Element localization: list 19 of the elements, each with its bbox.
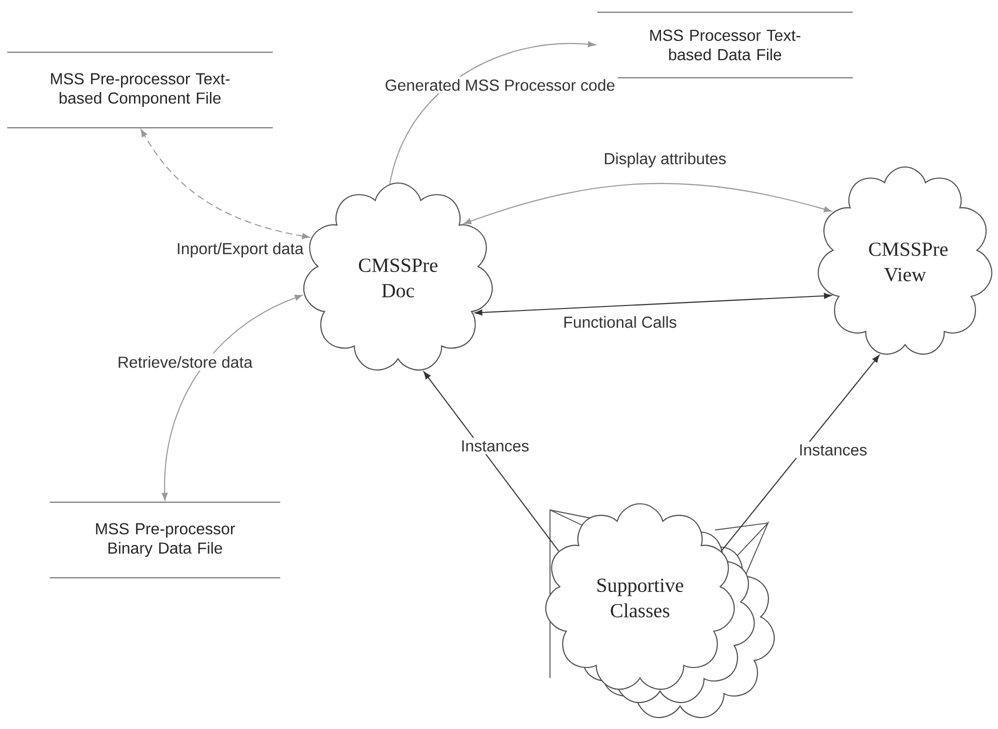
- edge-label: Instances: [796, 442, 870, 458]
- arrow: [389, 41, 596, 184]
- arrow: [474, 292, 832, 316]
- data-store: MSS Processor Text-based Data File: [597, 12, 853, 78]
- arrow: [720, 355, 880, 552]
- edge-label: Display attributes: [600, 150, 730, 170]
- arrow: [424, 372, 560, 552]
- edge-label: Generated MSS Processor code: [382, 76, 618, 94]
- cloud: CMSSPre Doc: [303, 182, 493, 370]
- cloud: CMSSPre View: [818, 166, 992, 355]
- edge-label: Instances: [458, 438, 532, 454]
- arrow: [464, 183, 832, 224]
- data-store: MSS Pre-processor Binary Data File: [50, 502, 280, 578]
- arrow: [162, 294, 302, 500]
- arrow: [140, 129, 310, 240]
- data-store: MSS Pre-processor Text-based Component File: [7, 52, 273, 128]
- edge-label: Retrieve/store data: [114, 353, 256, 371]
- edge-label: Functional Calls: [560, 313, 680, 331]
- cloud-stack: Supportive Classes: [545, 503, 775, 718]
